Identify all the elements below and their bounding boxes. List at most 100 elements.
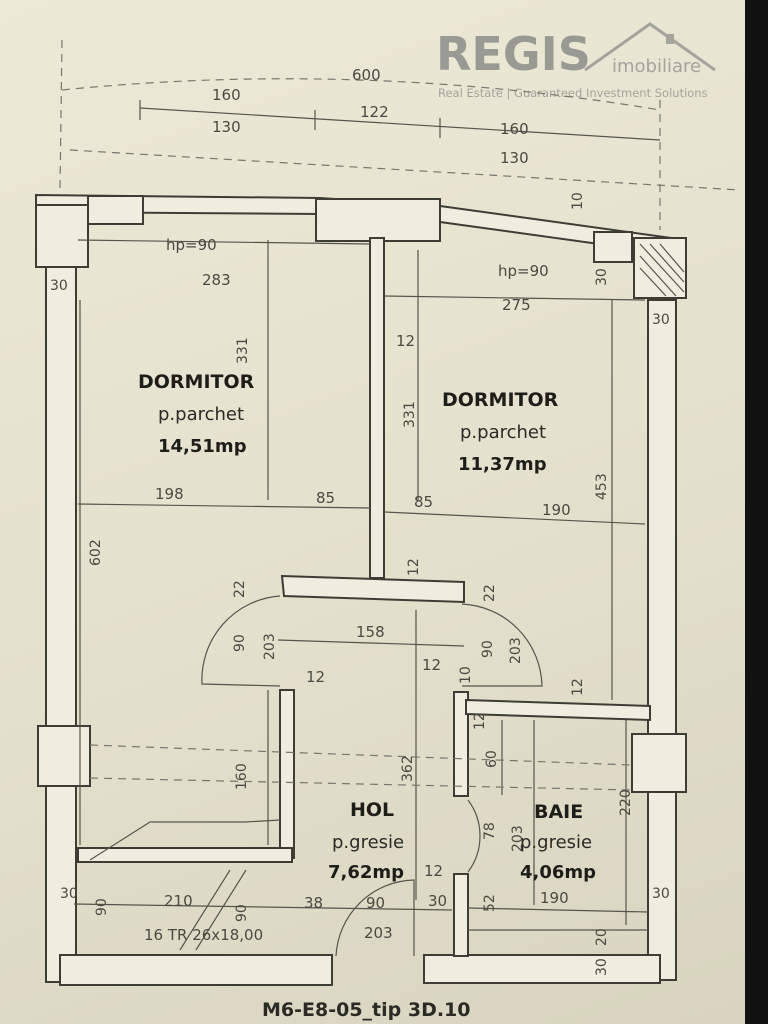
door-bath [467, 799, 481, 873]
dim-362: 362 [400, 755, 416, 782]
room-floor-bedroom1: p.parchet [158, 404, 244, 425]
brand-tagline: Real Estate | Guaranteed Investment Solu… [438, 86, 708, 100]
dim-top-right-outer: 160 [500, 120, 529, 138]
hall-head-wall [280, 574, 465, 604]
dim-90-right: 90 [480, 640, 496, 658]
dim-38: 38 [304, 894, 323, 912]
room-floor-bath: p.gresie [520, 832, 592, 853]
door-bedroom1 [201, 595, 281, 687]
room-labels: DORMITOR p.parchet 14,51mp DORMITOR p.pa… [138, 371, 596, 883]
dim-85-left: 85 [316, 489, 335, 507]
window-top-mid [315, 198, 441, 242]
dim-ten-top: 10 [570, 192, 586, 210]
room-name-bedroom2: DORMITOR [442, 389, 559, 411]
dim-158: 158 [356, 623, 385, 641]
chimney-icon [666, 34, 674, 44]
dim-190: 190 [542, 501, 571, 519]
dim-220: 220 [618, 789, 634, 816]
dim-top-left-outer: 160 [212, 86, 241, 104]
bedroom-bottom-wall [77, 847, 293, 863]
top-dimensions: 600 160 130 122 160 130 10 [59, 39, 741, 230]
plan-sheet: REGIS imobiliare Real Estate | Guarantee… [0, 0, 745, 1024]
dim-602: 602 [88, 539, 104, 566]
dim-203-left: 203 [262, 633, 278, 660]
bottom-wall-left [59, 954, 333, 986]
dim-30-mid: 30 [428, 892, 447, 910]
dim-160: 160 [234, 763, 250, 790]
room-area-hall: 7,62mp [328, 862, 404, 883]
plan-caption: M6-E8-05_tip 3D.10 [262, 999, 471, 1021]
dim-203-bath: 203 [510, 825, 526, 852]
dim-30-br: 30 [652, 886, 670, 902]
hall-left-wall [279, 689, 295, 859]
window-top-left [87, 195, 144, 225]
pillar-left-mid [37, 725, 91, 787]
bath-top-wall [465, 698, 651, 722]
dim-331-left: 331 [235, 337, 251, 364]
room-floor-bedroom2: p.parchet [460, 422, 546, 443]
bath-left-wall-lower [453, 873, 469, 957]
dim-203-door: 203 [364, 924, 393, 942]
dim-90-mid: 90 [234, 904, 250, 922]
dim-331-right: 331 [402, 401, 418, 428]
bottom-wall-right [423, 954, 661, 984]
dim-30-bl: 30 [60, 886, 78, 902]
dim-275: 275 [502, 296, 531, 314]
dim-22-right: 22 [482, 584, 498, 602]
dim-12-bath: 12 [472, 712, 488, 730]
pillar-hatch [639, 243, 685, 297]
dim-203-right: 203 [508, 637, 524, 664]
dim-top-left-inner: 130 [212, 118, 241, 136]
dim-90-left: 90 [232, 634, 248, 652]
dim-85-right: 85 [414, 493, 433, 511]
dim-total-width: 600 [352, 66, 381, 84]
dim-top-mid: 122 [360, 103, 389, 121]
left-wall [45, 261, 77, 983]
dim-78: 78 [482, 822, 498, 840]
room-name-bedroom1: DORMITOR [138, 371, 255, 393]
dim-hp-left: hp=90 [166, 236, 217, 254]
room-area-bedroom1: 14,51mp [158, 436, 247, 457]
dim-190-bath: 190 [540, 889, 569, 907]
dim-60: 60 [484, 750, 500, 768]
room-area-bedroom2: 11,37mp [458, 454, 547, 475]
room-area-bath: 4,06mp [520, 862, 596, 883]
dim-12-top: 12 [396, 332, 415, 350]
room-floor-hall: p.gresie [332, 832, 404, 853]
dim-210: 210 [164, 892, 193, 910]
room-name-bath: BAIE [534, 801, 583, 823]
dim-90-bl: 90 [94, 898, 110, 916]
dim-top-right-inner: 130 [500, 149, 529, 167]
dim-20: 20 [594, 928, 610, 946]
dim-90-door: 90 [366, 894, 385, 912]
dim-198: 198 [155, 485, 184, 503]
dim-10: 10 [458, 666, 474, 684]
window-top-right [593, 231, 633, 263]
dim-12-left: 12 [306, 668, 325, 686]
right-wall [647, 299, 677, 981]
brand-suffix: imobiliare [612, 56, 701, 77]
dim-22-left: 22 [232, 580, 248, 598]
room-name-hall: HOL [350, 799, 394, 821]
door-bedroom2 [461, 603, 543, 687]
roof-icon [584, 22, 716, 72]
door-entrance [335, 879, 415, 957]
dim-12-mid: 12 [406, 558, 422, 576]
dim-12-center: 12 [422, 656, 441, 674]
dim-453: 453 [594, 473, 610, 500]
dim-30-tl: 30 [50, 278, 68, 294]
dim-12-right: 12 [570, 678, 586, 696]
bath-left-wall-upper [453, 691, 469, 797]
interior-dim-lines [73, 239, 649, 951]
pillar-top-right [633, 237, 687, 299]
pillar-right-mid [631, 733, 687, 793]
dim-283: 283 [202, 271, 231, 289]
dim-30-tr: 30 [594, 268, 610, 286]
pillar-top-left [35, 204, 89, 268]
dim-52: 52 [482, 894, 498, 912]
dim-12-hall: 12 [424, 862, 443, 880]
door-swings [201, 595, 543, 957]
bedroom-partition [369, 237, 385, 579]
dim-hp-right: hp=90 [498, 262, 549, 280]
regis-logo: REGIS imobiliare Real Estate | Guarantee… [436, 22, 716, 100]
